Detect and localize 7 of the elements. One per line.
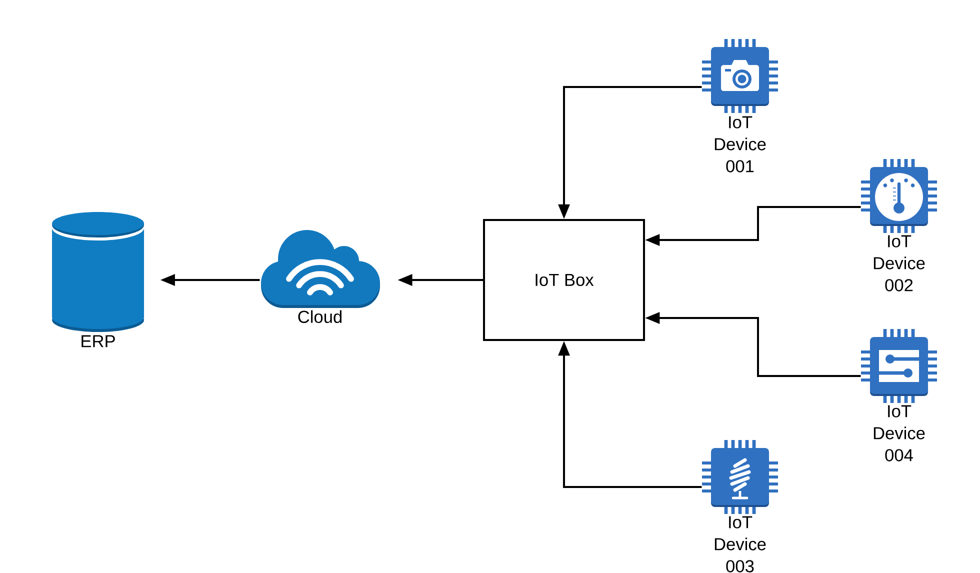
node-label: IoT Device 001 bbox=[714, 116, 766, 172]
node-label: IoT Device 004 bbox=[874, 405, 925, 462]
node-label: IoT Device 003 bbox=[714, 516, 766, 572]
node-label: ERP bbox=[82, 335, 115, 348]
node-label: IoT Device 002 bbox=[874, 235, 925, 292]
node-label: Cloud bbox=[298, 310, 342, 323]
process-box: IoT Box bbox=[483, 219, 645, 341]
